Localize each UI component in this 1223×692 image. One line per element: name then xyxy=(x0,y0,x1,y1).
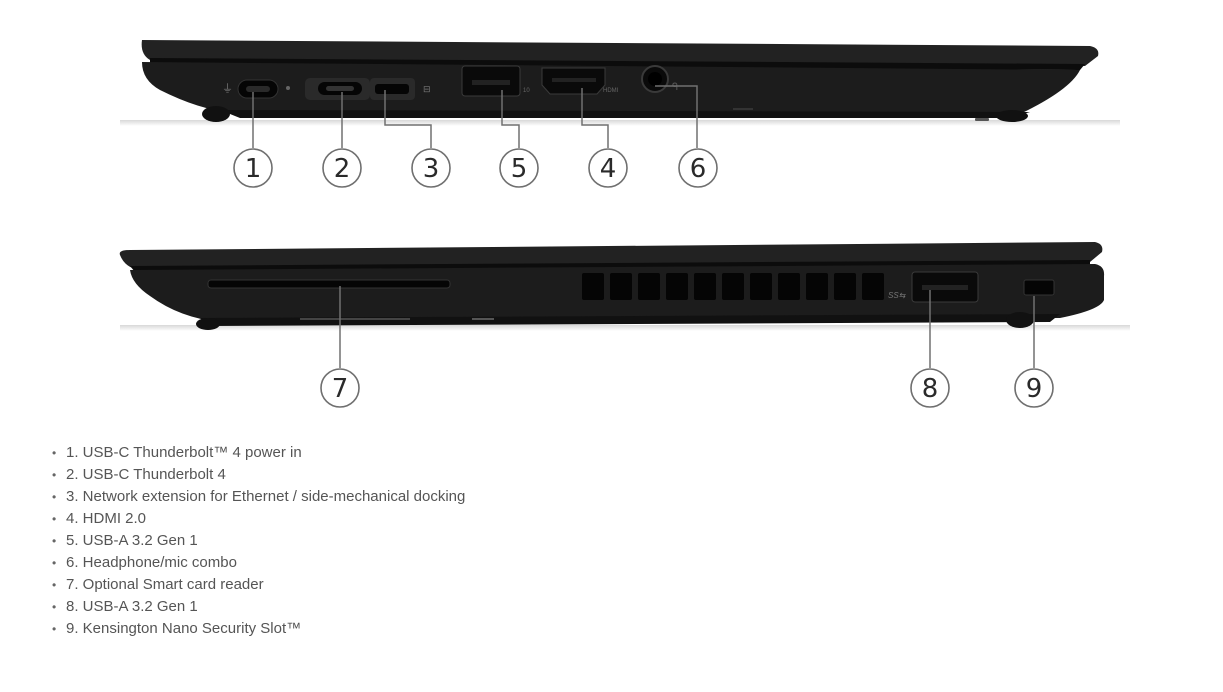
laptop-right-side: 7 SS⇆ xyxy=(119,242,1130,331)
legend-item: • 8. USB-A 3.2 Gen 1 xyxy=(52,596,465,618)
callout-6: 6 xyxy=(678,148,718,188)
callout-4: 4 xyxy=(588,148,628,188)
svg-text:HDMI: HDMI xyxy=(603,88,619,94)
callout-markers: 1 2 3 5 4 6 7 8 9 xyxy=(233,148,1054,408)
svg-text:6: 6 xyxy=(690,154,707,184)
legend-item: • 6. Headphone/mic combo xyxy=(52,552,465,574)
legend-item: • 5. USB-A 3.2 Gen 1 xyxy=(52,530,465,552)
callout-8: 8 xyxy=(910,368,950,408)
port-network-extension: ⊟ xyxy=(370,78,431,100)
bullet-icon: • xyxy=(52,600,57,614)
laptop-left-side: ⏚ ⊟ 10 HDMI ᑫ xyxy=(120,40,1120,126)
bottom-leader-lines xyxy=(339,286,1035,368)
bullet-icon: • xyxy=(52,556,57,570)
smart-card-slot xyxy=(207,279,451,289)
cooling-vents xyxy=(582,273,884,300)
svg-text:2: 2 xyxy=(334,154,351,184)
svg-text:3: 3 xyxy=(423,154,440,184)
svg-text:9: 9 xyxy=(1026,374,1043,404)
headset-icon: ᑫ xyxy=(672,82,678,93)
legend-item: • 4. HDMI 2.0 xyxy=(52,508,465,530)
port-legend: • 1. USB-C Thunderbolt™ 4 power in • 2. USB… xyxy=(52,442,465,640)
svg-text:7: 7 xyxy=(332,374,349,404)
kensington-slot xyxy=(1023,279,1055,296)
ports-diagram: ⏚ ⊟ 10 HDMI ᑫ xyxy=(119,40,1130,408)
legend-item: • 3. Network extension for Ethernet / sid… xyxy=(52,486,465,508)
bullet-icon: • xyxy=(52,578,57,592)
legend-item: • 7. Optional Smart card reader xyxy=(52,574,465,596)
callout-7: 7 xyxy=(320,368,360,408)
svg-text:4: 4 xyxy=(600,154,617,184)
network-icon: ⊟ xyxy=(423,84,431,94)
port-usb-c-power: ⏚ xyxy=(222,79,290,99)
svg-text:8: 8 xyxy=(922,374,939,404)
legend-item-label: 6. Headphone/mic combo xyxy=(66,554,237,571)
legend-item-label: 5. USB-A 3.2 Gen 1 xyxy=(66,532,198,549)
bullet-icon: • xyxy=(52,490,57,504)
bullet-icon: • xyxy=(52,512,57,526)
port-usb-c-thunderbolt xyxy=(305,78,370,100)
bullet-icon: • xyxy=(52,622,57,636)
svg-text:1: 1 xyxy=(245,154,262,184)
bullet-icon: • xyxy=(52,468,57,482)
legend-item-label: 7. Optional Smart card reader xyxy=(66,576,264,593)
callout-2: 2 xyxy=(322,148,362,188)
port-usb-a-left: 10 xyxy=(461,65,530,97)
top-leader-lines xyxy=(252,85,698,148)
legend-item: • 2. USB-C Thunderbolt 4 xyxy=(52,464,465,486)
legend-item-label: 3. Network extension for Ethernet / side… xyxy=(66,488,466,505)
legend-item: • 1. USB-C Thunderbolt™ 4 power in xyxy=(52,442,465,464)
callout-1: 1 xyxy=(233,148,273,188)
legend-item-label: 2. USB-C Thunderbolt 4 xyxy=(66,466,226,483)
legend-item-label: 8. USB-A 3.2 Gen 1 xyxy=(66,598,198,615)
bullet-icon: • xyxy=(52,534,57,548)
port-hdmi: HDMI xyxy=(541,67,619,95)
legend-item-label: 1. USB-C Thunderbolt™ 4 power in xyxy=(66,444,302,461)
bullet-icon: • xyxy=(52,446,57,460)
callout-3: 3 xyxy=(411,148,451,188)
superspeed-usb-icon: SS⇆ xyxy=(888,291,907,300)
svg-text:10: 10 xyxy=(523,88,530,94)
power-plug-icon: ⏚ xyxy=(222,82,233,95)
legend-item: • 9. Kensington Nano Security Slot™ xyxy=(52,618,465,640)
callout-9: 9 xyxy=(1014,368,1054,408)
port-usb-a-right: 7 SS⇆ xyxy=(888,271,979,303)
legend-item-label: 4. HDMI 2.0 xyxy=(66,510,147,527)
callout-5: 5 xyxy=(499,148,539,188)
svg-text:5: 5 xyxy=(511,154,528,184)
legend-item-label: 9. Kensington Nano Security Slot™ xyxy=(66,620,302,637)
